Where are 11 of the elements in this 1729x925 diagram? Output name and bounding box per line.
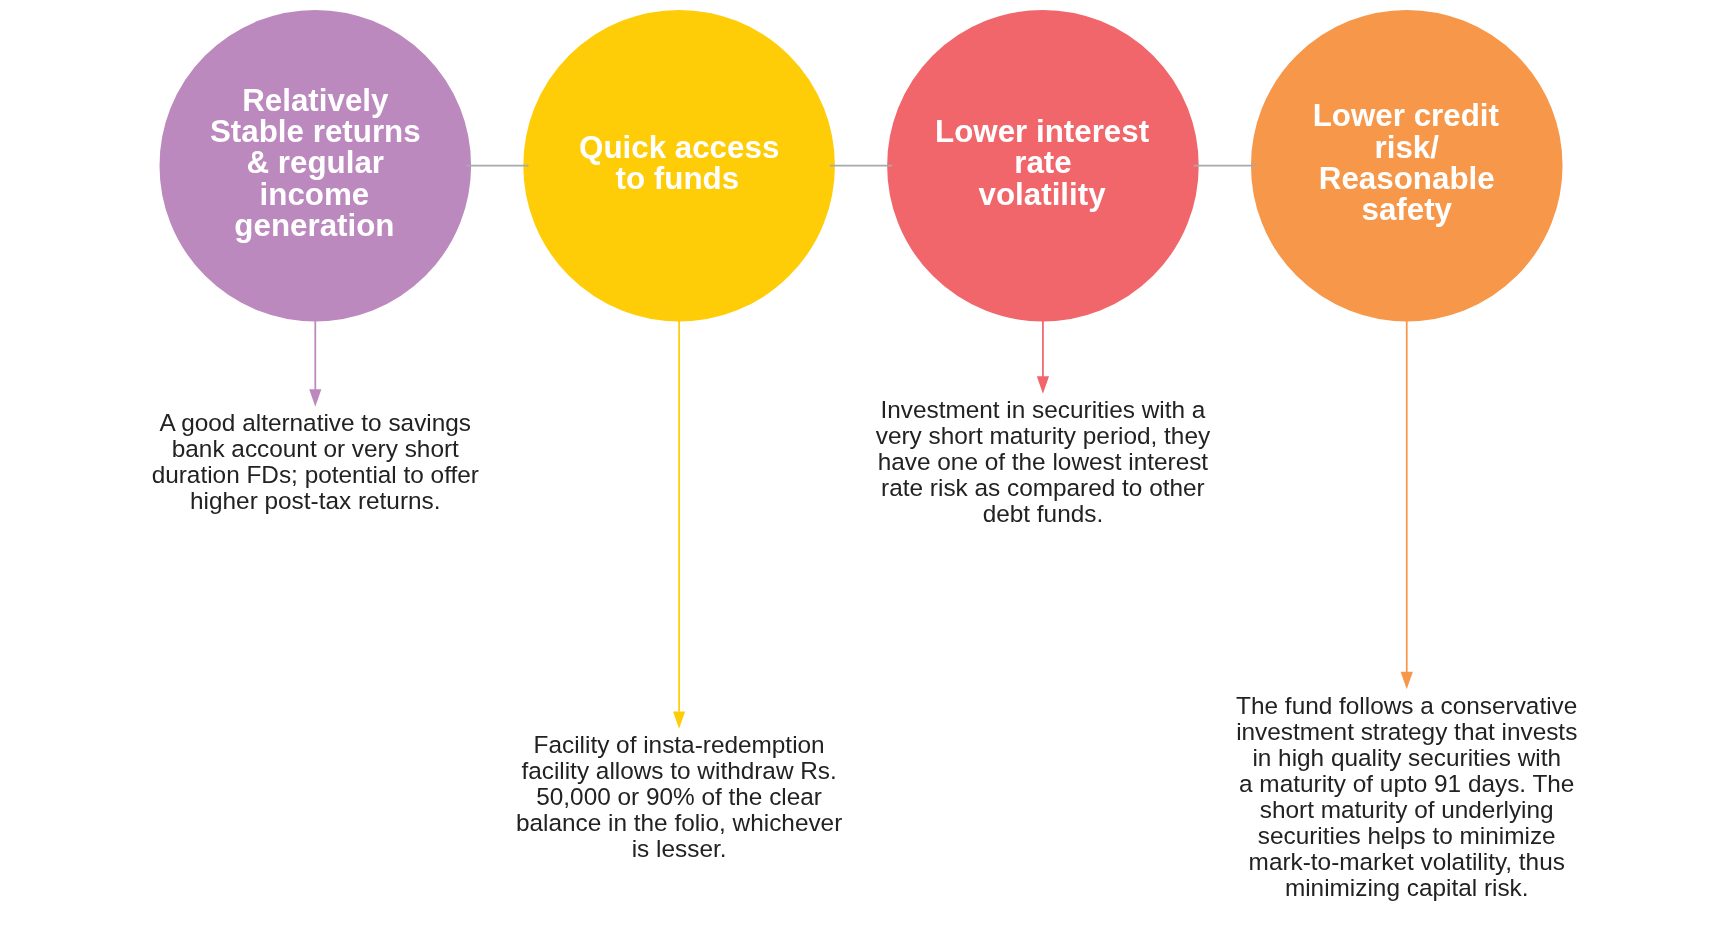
node-text: A good alternative to savings bank account or very short duration FDs; potential to offer higher post-tax returns. <box>151 408 479 514</box>
node-circle: Relatively Stable returns & regular income generation <box>159 9 472 322</box>
node-circle: Lower interest rate volatility <box>887 9 1199 322</box>
node-text: The fund follows a conservative investment strategy that invests in high quality securities with a maturity of upto 91 days. The short maturity of underlying securities helps to minimize mark-to-market volatility, thus minimizing capital risk. <box>1236 691 1578 902</box>
node-circle: Quick access to funds <box>523 9 835 322</box>
connector <box>1192 164 1257 167</box>
node-circle: Lower credit risk/ Reasonable safety <box>1250 9 1563 322</box>
connector <box>828 164 894 167</box>
node-text: Facility of insta-redemption facility allows to withdraw Rs. 50,000 or 90% of the clear balance in the folio, whichever is lesser. <box>515 730 843 863</box>
node-text: Investment in securities with a very short maturity period, they have one of the lowest interest rate risk as compared to other debt funds. <box>875 395 1211 528</box>
connector <box>465 164 530 167</box>
